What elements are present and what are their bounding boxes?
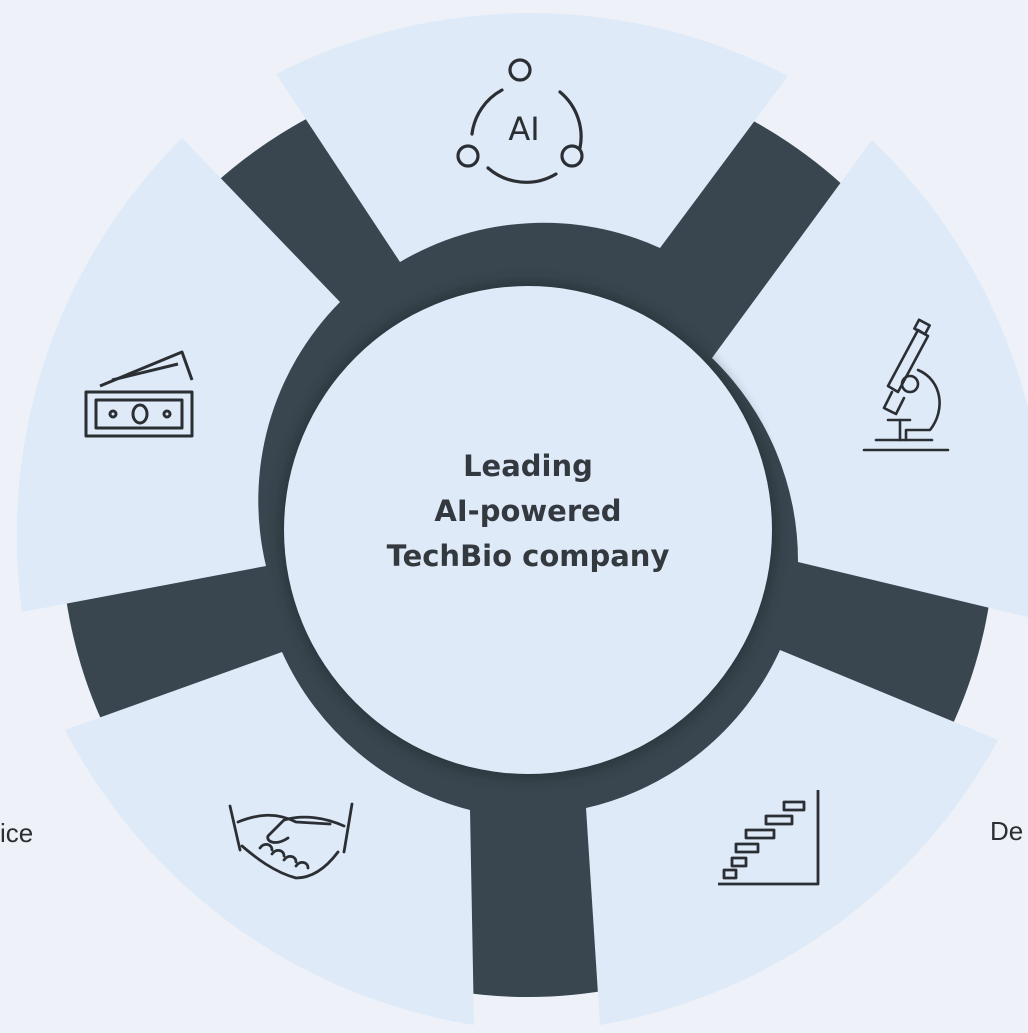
segment-finance[interactable] [16,138,340,612]
center-title-line-1: Leading [463,449,593,483]
center-title-line-3: TechBio company [386,539,670,573]
gantt-chart-icon [718,790,820,886]
segment-development[interactable] [586,650,998,1025]
handshake-icon [228,802,354,880]
center-title-line-2: AI-powered [434,494,622,528]
inner-circle [284,286,772,774]
segment-partnership[interactable] [65,652,474,1025]
segment-ai[interactable] [276,13,788,262]
ai-cycle-icon: AI [456,58,584,184]
side-label-right: De [990,816,1024,846]
center-title: Leading AI-powered TechBio company [318,444,738,579]
side-label-left: ice [0,818,34,848]
money-icon [84,350,194,438]
microscope-icon [862,318,950,452]
segment-research[interactable] [712,140,1028,620]
ai-icon-label: AI [508,110,539,148]
